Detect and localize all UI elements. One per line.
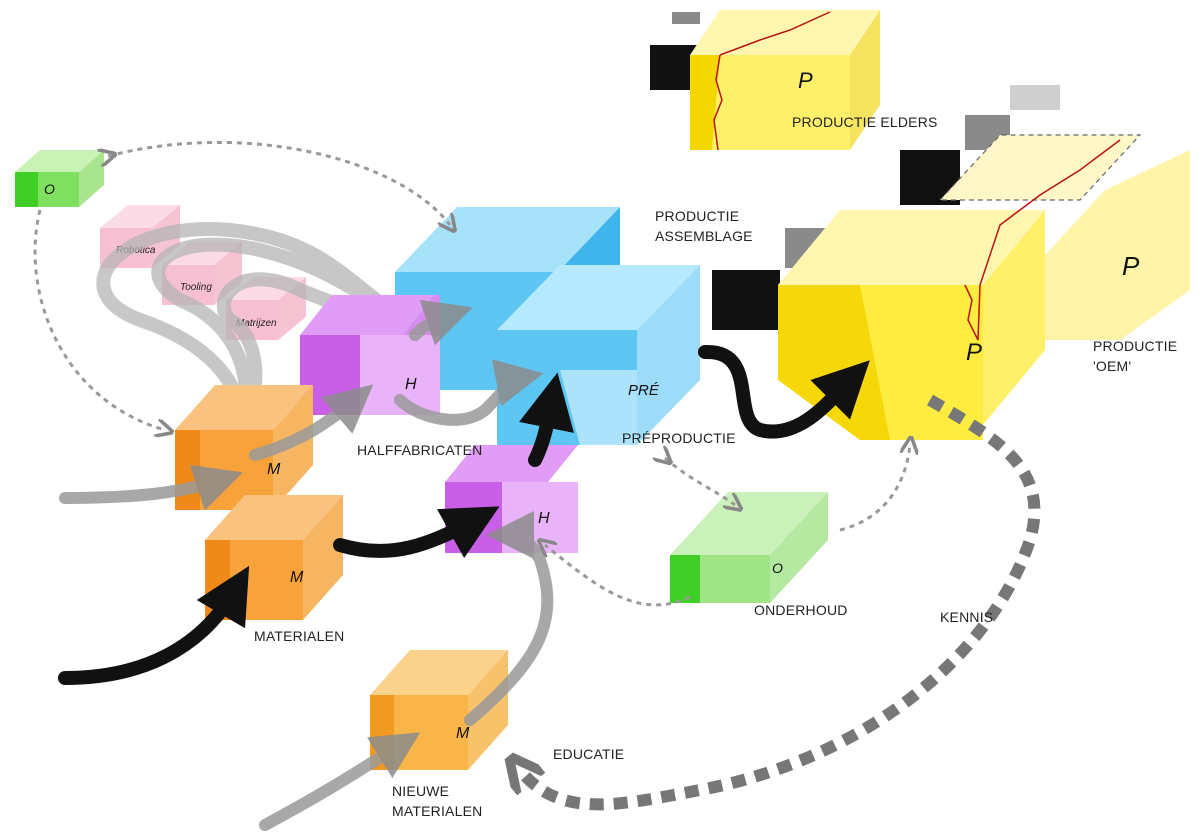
black-flow-arrows: [58, 344, 870, 685]
block-letter-m-lower: M: [456, 725, 470, 742]
dashed-connectors: [33, 140, 910, 607]
productie-elders-block: P: [650, 10, 880, 151]
kennis-educatie-arrow: [520, 394, 1041, 811]
block-letter-h-upper: H: [405, 376, 417, 393]
h-upper-block: H: [300, 295, 440, 415]
label-nieuwe-materialen-1: NIEUWE: [392, 783, 450, 799]
gray-arrow-stub: [672, 12, 700, 24]
label-nieuwe-materialen-2: MATERIALEN: [392, 803, 483, 819]
tool-label-tooling: Tooling: [180, 282, 212, 293]
block-letter-o-main: O: [772, 560, 783, 576]
label-productie-oem-1: PRODUCTIE: [1093, 338, 1178, 354]
block-letter-p-main: P: [966, 339, 982, 366]
label-onderhoud: ONDERHOUD: [754, 602, 848, 618]
block-letter-m-upper: M: [267, 461, 281, 478]
o-small-block: O: [15, 150, 104, 207]
gray-flow-arrows: [59, 299, 554, 831]
label-productie-oem-2: 'OEM': [1093, 358, 1132, 374]
label-educatie: EDUCATIE: [553, 746, 625, 762]
black-arrow-stub: [650, 45, 700, 90]
label-productie-assemblage-2: ASSEMBLAGE: [655, 228, 753, 244]
label-productie-elders: PRODUCTIE ELDERS: [792, 114, 938, 130]
block-letter-pre: PRÉ: [628, 382, 660, 399]
block-letter-p-back: P: [1122, 251, 1140, 281]
o-main-block: O: [670, 492, 828, 603]
tool-label-matrijzen: Matrijzen: [236, 318, 277, 329]
block-letter-p-top: P: [798, 68, 813, 93]
label-preproductie: PRÉPRODUCTIE: [622, 430, 736, 446]
block-letter-m-middle: M: [290, 569, 304, 586]
label-materialen: MATERIALEN: [254, 628, 345, 644]
block-letter-o-small: O: [44, 181, 55, 197]
label-productie-assemblage-1: PRODUCTIE: [655, 208, 740, 224]
block-letter-h-lower: H: [538, 510, 550, 527]
label-halffabricaten: HALFFABRICATEN: [357, 442, 483, 458]
label-kennis: KENNIS: [940, 609, 994, 625]
